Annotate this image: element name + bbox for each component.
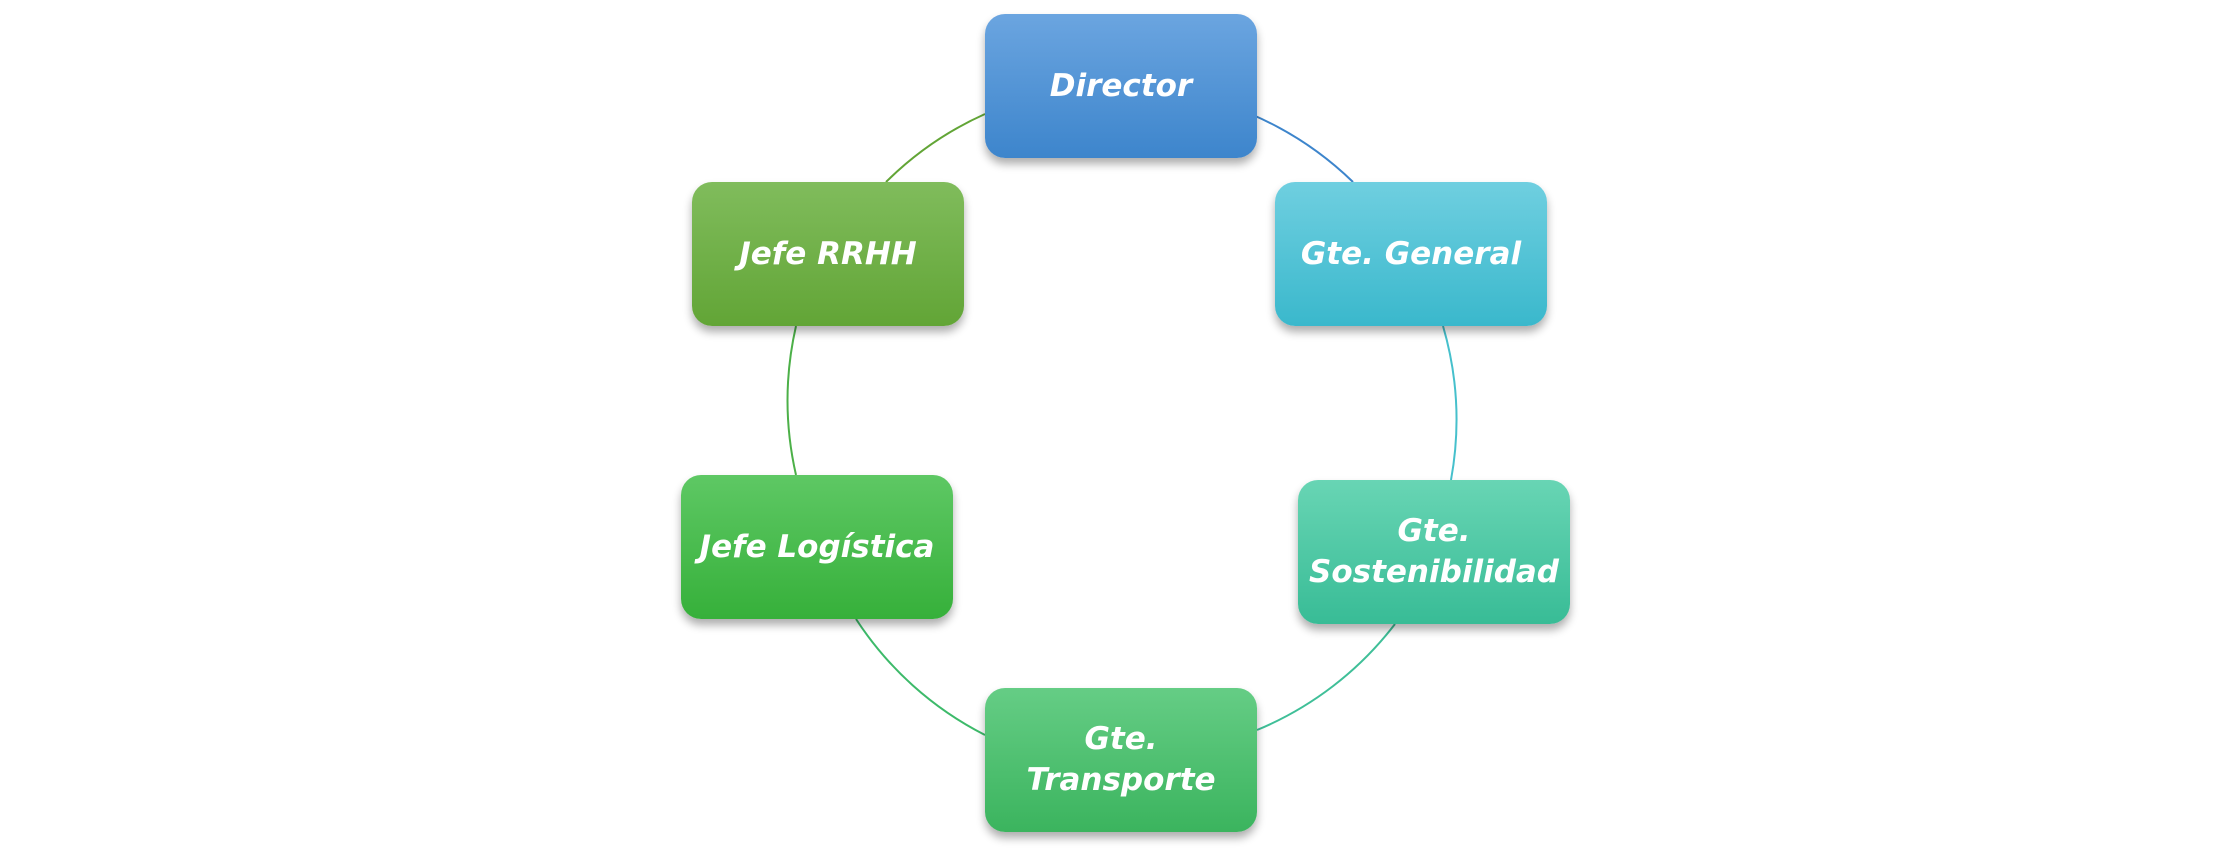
- connector-director-to-general: [1252, 114, 1354, 183]
- node-label-director: Director: [1049, 67, 1193, 104]
- node-label-gte-transporte: Gte. Transporte: [1026, 721, 1216, 798]
- node-label-jefe-rrhh: Jefe RRHH: [739, 235, 917, 272]
- connector-sostenibilidad-to-transporte: [1256, 623, 1396, 731]
- connector-rrhh-to-director: [885, 113, 986, 183]
- node-label-jefe-logistica: Jefe Logística: [699, 528, 935, 565]
- node-jefe-rrhh: Jefe RRHH: [692, 182, 964, 326]
- node-director: Director: [985, 14, 1257, 158]
- node-gte-sostenibilidad: Gte. Sostenibilidad: [1298, 480, 1570, 624]
- node-gte-transporte: Gte. Transporte: [985, 688, 1257, 832]
- node-label-gte-sostenibilidad: Gte. Sostenibilidad: [1309, 513, 1559, 590]
- connector-logistica-to-rrhh: [786, 325, 797, 476]
- connector-general-to-sostenibilidad: [1442, 325, 1458, 481]
- node-gte-general: Gte. General: [1275, 182, 1547, 326]
- node-jefe-logistica: Jefe Logística: [681, 475, 953, 619]
- connector-transporte-to-logistica: [855, 618, 986, 736]
- node-label-gte-general: Gte. General: [1300, 235, 1522, 272]
